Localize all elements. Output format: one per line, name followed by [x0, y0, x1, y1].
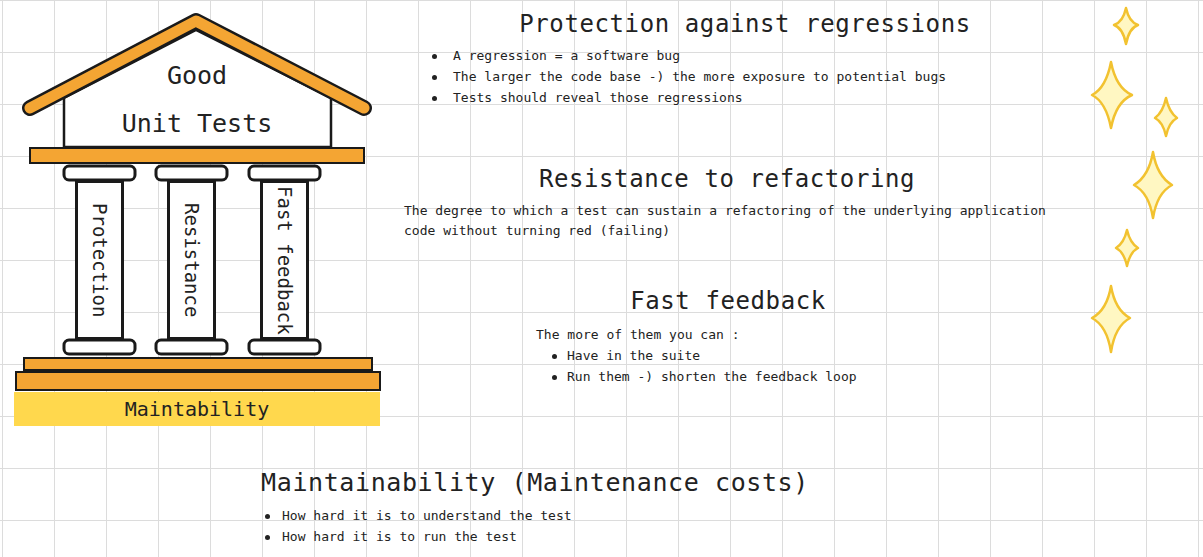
pillar-plinth [156, 340, 227, 354]
bullet-dot [552, 354, 557, 359]
sparkle [1092, 62, 1132, 128]
section-text: The more of them you can : [536, 325, 740, 345]
sparkle [1155, 98, 1177, 136]
heading-text: Maintainability (Maintenance costs) [261, 468, 809, 498]
body-text: How hard it is to understand the test [282, 506, 572, 526]
sparkle [1114, 8, 1138, 44]
heading-text: Protection against regressions [519, 9, 970, 39]
roof-label: Good [167, 62, 227, 90]
pillar-label: Resistance [181, 203, 203, 317]
section-heading: Resistance to refactoring [539, 164, 915, 194]
bullet-item: A regression = a software bug [453, 46, 680, 66]
pillar-capital [249, 166, 320, 180]
body-text: Have in the suite [567, 346, 700, 366]
sparkle [1134, 152, 1172, 218]
heading-text: Resistance to refactoring [539, 164, 915, 194]
house-body [64, 30, 331, 147]
pillar-plinth [64, 340, 135, 354]
temple-pillar: Fast feedback [260, 180, 309, 340]
body-text: A regression = a software bug [453, 46, 680, 66]
bullet-item: Tests should reveal those regressions [453, 88, 743, 108]
foundation-label: Maintability [125, 397, 270, 421]
bullet-dot [432, 96, 437, 101]
bullet-item: Run them -) shorten the feedback loop [567, 367, 857, 387]
roof-label: Unit Tests [122, 110, 273, 138]
temple-foundation: Maintability [14, 392, 380, 426]
temple-step [16, 372, 380, 390]
pillar-capital [156, 166, 227, 180]
heading-text: Fast feedback [630, 286, 826, 316]
sparkles [1092, 8, 1177, 352]
section-text: The degree to which a test can sustain a… [404, 201, 1059, 241]
body-text: Run them -) shorten the feedback loop [567, 367, 857, 387]
body-text: The more of them you can : [536, 325, 740, 345]
temple-roof-box: GoodUnit Tests [68, 62, 326, 138]
body-text: The larger the code base -) the more exp… [453, 67, 946, 87]
roof [30, 21, 364, 108]
sparkle [1116, 230, 1138, 266]
body-text: How hard it is to run the test [282, 527, 517, 547]
temple-pillar: Protection [75, 180, 124, 340]
roof-outline [30, 21, 364, 108]
bullet-item: The larger the code base -) the more exp… [453, 67, 946, 87]
bullet-dot [432, 75, 437, 80]
architrave [30, 148, 364, 163]
bullet-item: Have in the suite [567, 346, 700, 366]
pillar-capital [64, 166, 135, 180]
sparkle [1092, 286, 1130, 352]
section-heading: Protection against regressions [519, 9, 970, 39]
bullet-item: How hard it is to understand the test [282, 506, 572, 526]
bullet-item: How hard it is to run the test [282, 527, 517, 547]
pillar-label: Fast feedback [274, 186, 296, 335]
temple-step [24, 358, 372, 370]
bullet-dot [432, 54, 437, 59]
bullet-dot [552, 375, 557, 380]
section-heading: Fast feedback [630, 286, 826, 316]
bullet-dot [265, 535, 270, 540]
pillar-plinth [249, 340, 320, 354]
body-text: Tests should reveal those regressions [453, 88, 743, 108]
bullet-dot [265, 514, 270, 519]
temple-pillar: Resistance [167, 180, 216, 340]
body-text: The degree to which a test can sustain a… [404, 201, 1059, 241]
pillar-label: Protection [89, 203, 111, 317]
section-heading: Maintainability (Maintenance costs) [261, 468, 809, 498]
